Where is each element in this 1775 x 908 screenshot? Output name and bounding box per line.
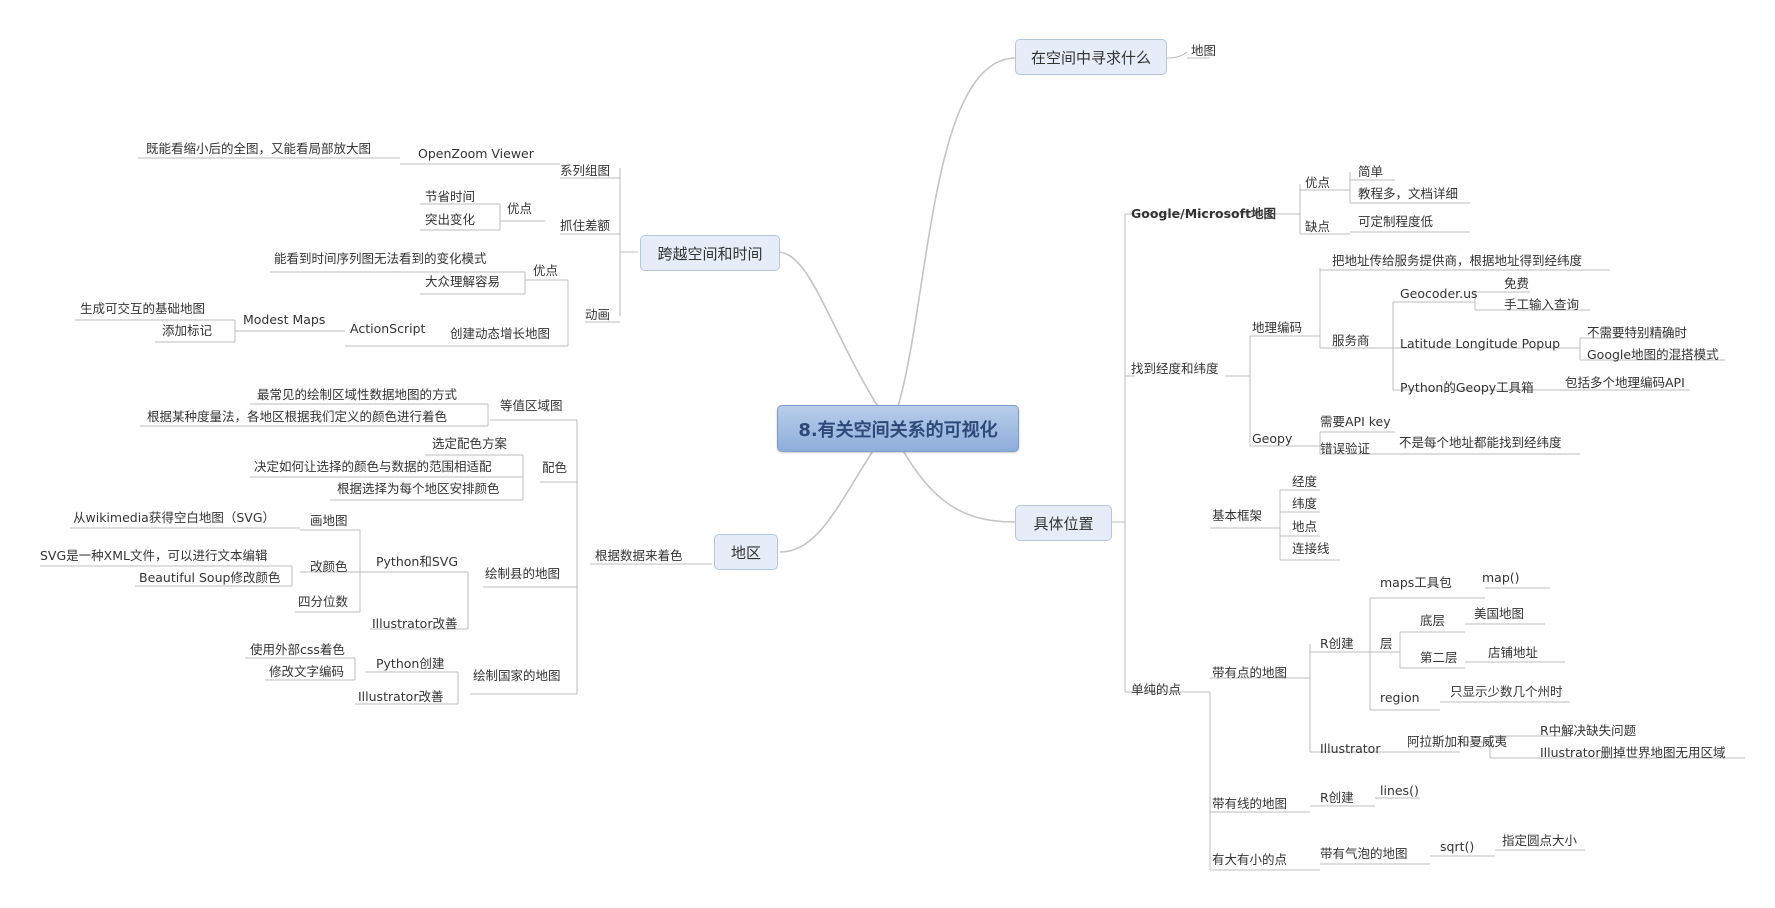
node-geopy-tool[interactable]: Python的Geopy工具箱 <box>1400 380 1534 395</box>
node-change2[interactable]: Beautiful Soup修改颜色 <box>139 570 281 585</box>
node-diff[interactable]: 抓住差额 <box>560 218 611 233</box>
node-coloring[interactable]: 配色 <box>542 460 568 475</box>
node-fw3[interactable]: 地点 <box>1292 519 1318 534</box>
node-diff-adv2[interactable]: 突出变化 <box>425 212 476 227</box>
node-error1[interactable]: 不是每个地址都能找到经纬度 <box>1399 435 1562 450</box>
node-map[interactable]: 地图 <box>1191 43 1217 58</box>
topic-span[interactable]: 跨越空间和时间 <box>640 235 780 271</box>
node-llp1[interactable]: 不需要特别精确时 <box>1587 325 1688 340</box>
node-llp2[interactable]: Google地图的混搭模式 <box>1587 347 1719 362</box>
node-maps-pkg[interactable]: maps工具包 <box>1380 575 1452 590</box>
node-find-latlng[interactable]: 找到经度和纬度 <box>1131 361 1219 376</box>
node-modest1[interactable]: 生成可交互的基础地图 <box>80 301 206 316</box>
node-color1[interactable]: 选定配色方案 <box>432 436 508 451</box>
node-anim-adv1[interactable]: 能看到时间序列图无法看到的变化模式 <box>274 251 487 266</box>
node-layer[interactable]: 层 <box>1380 636 1393 651</box>
node-color-by-data[interactable]: 根据数据来着色 <box>595 548 683 563</box>
node-diff-adv1[interactable]: 节省时间 <box>425 189 476 204</box>
node-base1[interactable]: 美国地图 <box>1474 606 1525 621</box>
node-free[interactable]: 免费 <box>1504 276 1530 291</box>
node-choro2[interactable]: 根据某种度量法，各地区根据我们定义的颜色进行着色 <box>147 409 448 424</box>
node-fw4[interactable]: 连接线 <box>1292 541 1330 556</box>
node-pros2[interactable]: 教程多，文档详细 <box>1358 186 1459 201</box>
node-illus-country[interactable]: Illustrator改善 <box>358 689 444 704</box>
node-sqrt[interactable]: sqrt() <box>1440 839 1475 854</box>
node-py2[interactable]: 修改文字编码 <box>269 664 345 679</box>
node-series[interactable]: 系列组图 <box>560 163 611 178</box>
node-change-color[interactable]: 改颜色 <box>310 559 348 574</box>
node-second1[interactable]: 店铺地址 <box>1488 645 1539 660</box>
node-modest2[interactable]: 添加标记 <box>162 323 213 338</box>
node-google-ms-label: Google/Microsoft地图 <box>1131 206 1277 221</box>
node-alaska[interactable]: 阿拉斯加和夏威夷 <box>1407 734 1508 749</box>
node-pros1[interactable]: 简单 <box>1358 164 1384 179</box>
node-region1[interactable]: 只显示少数几个州时 <box>1450 684 1563 699</box>
node-alaska2[interactable]: Illustrator删掉世界地图无用区域 <box>1540 745 1726 760</box>
node-cons1[interactable]: 可定制程度低 <box>1358 214 1434 229</box>
node-base[interactable]: 底层 <box>1420 613 1446 628</box>
node-county[interactable]: 绘制县的地图 <box>485 566 561 581</box>
node-change1[interactable]: SVG是一种XML文件，可以进行文本编辑 <box>40 548 268 563</box>
node-bubble[interactable]: 带有气泡的地图 <box>1320 846 1408 861</box>
node-fw2[interactable]: 纬度 <box>1292 496 1318 511</box>
node-map-points[interactable]: 带有点的地图 <box>1212 665 1288 680</box>
node-quartile[interactable]: 四分位数 <box>298 594 349 609</box>
node-region-arg[interactable]: region <box>1380 690 1420 705</box>
node-choro1[interactable]: 最常见的绘制区域性数据地图的方式 <box>257 387 458 402</box>
node-google-ms[interactable]: Google/Microsoft地图 <box>1131 206 1276 222</box>
node-python-svg[interactable]: Python和SVG <box>376 554 459 569</box>
node-sqrt1[interactable]: 指定圆点大小 <box>1502 833 1578 848</box>
node-geocoder-us[interactable]: Geocoder.us <box>1400 286 1478 301</box>
node-pros[interactable]: 优点 <box>1305 175 1331 190</box>
node-framework[interactable]: 基本框架 <box>1212 508 1263 523</box>
node-geopy[interactable]: Geopy <box>1252 431 1293 446</box>
node-anim-create[interactable]: 创建动态增长地图 <box>450 326 551 341</box>
node-r-create[interactable]: R创建 <box>1320 636 1354 651</box>
node-modest[interactable]: Modest Maps <box>243 312 326 327</box>
node-geocode-desc[interactable]: 把地址传给服务提供商，根据地址得到经纬度 <box>1332 253 1583 268</box>
node-geopy-tool1[interactable]: 包括多个地理编码API <box>1565 375 1685 390</box>
node-diff-adv[interactable]: 优点 <box>507 201 533 216</box>
node-color3[interactable]: 根据选择为每个地区安排颜色 <box>337 481 500 496</box>
node-illus-county[interactable]: Illustrator改善 <box>372 616 458 631</box>
node-size-points[interactable]: 有大有小的点 <box>1212 852 1288 867</box>
node-need-key[interactable]: 需要API key <box>1320 414 1391 429</box>
node-alaska1[interactable]: R中解决缺失问题 <box>1540 723 1637 738</box>
node-country[interactable]: 绘制国家的地图 <box>473 668 561 683</box>
node-lines-fn[interactable]: lines() <box>1380 783 1419 798</box>
node-cons[interactable]: 缺点 <box>1305 219 1331 234</box>
node-illustrator[interactable]: Illustrator <box>1320 741 1381 756</box>
node-llpopup[interactable]: Latitude Longitude Popup <box>1400 336 1561 351</box>
node-geocode[interactable]: 地理编码 <box>1252 320 1303 335</box>
node-choropleth[interactable]: 等值区域图 <box>500 398 563 413</box>
topic-region[interactable]: 地区 <box>714 534 778 570</box>
node-openzoom[interactable]: OpenZoom Viewer <box>418 146 534 161</box>
node-color2[interactable]: 决定如何让选择的颜色与数据的范围相适配 <box>254 459 492 474</box>
node-anim-adv2[interactable]: 大众理解容易 <box>425 274 501 289</box>
topic-search[interactable]: 在空间中寻求什么 <box>1015 39 1167 75</box>
node-manual[interactable]: 手工输入查询 <box>1504 297 1580 312</box>
node-provider[interactable]: 服务商 <box>1332 333 1370 348</box>
node-error-check[interactable]: 错误验证 <box>1320 441 1371 456</box>
node-py1[interactable]: 使用外部css着色 <box>250 642 345 657</box>
node-points[interactable]: 单纯的点 <box>1131 682 1182 697</box>
topic-location[interactable]: 具体位置 <box>1015 505 1112 541</box>
node-map-lines[interactable]: 带有线的地图 <box>1212 796 1288 811</box>
node-draw-map1[interactable]: 从wikimedia获得空白地图（SVG） <box>73 510 276 525</box>
node-py-create[interactable]: Python创建 <box>376 656 445 671</box>
node-draw-map[interactable]: 画地图 <box>310 513 348 528</box>
node-anim[interactable]: 动画 <box>585 307 611 322</box>
node-second[interactable]: 第二层 <box>1420 650 1458 665</box>
node-r-create2[interactable]: R创建 <box>1320 790 1354 805</box>
central-topic[interactable]: 8.有关空间关系的可视化 <box>777 405 1019 452</box>
node-actionscript[interactable]: ActionScript <box>350 321 426 336</box>
node-anim-adv[interactable]: 优点 <box>533 263 559 278</box>
node-fw1[interactable]: 经度 <box>1292 474 1318 489</box>
node-openzoom-desc[interactable]: 既能看缩小后的全图，又能看局部放大图 <box>146 141 372 156</box>
node-map-fn[interactable]: map() <box>1482 570 1520 585</box>
